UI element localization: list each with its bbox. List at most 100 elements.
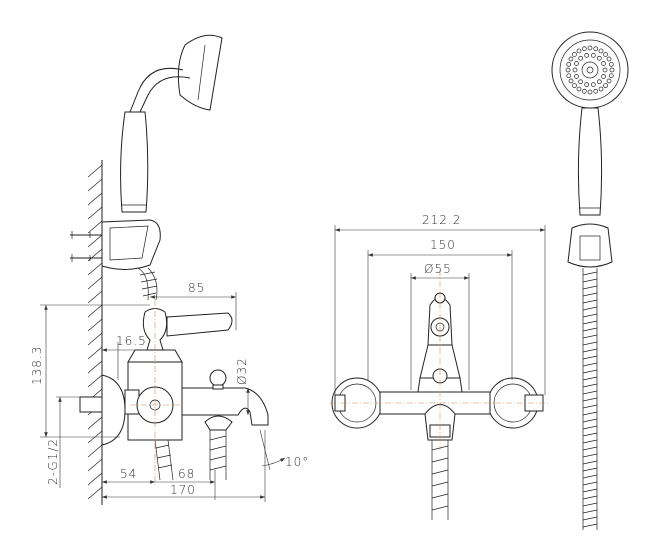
- nozzle: [572, 83, 577, 88]
- nozzle: [566, 73, 572, 79]
- wall-hatch-line: [87, 178, 103, 192]
- nozzle: [603, 52, 608, 57]
- hose-rib: [582, 355, 598, 360]
- nozzle: [584, 82, 590, 87]
- hose-rib: [582, 383, 598, 388]
- hose-rib: [582, 523, 598, 528]
- nozzle: [568, 56, 574, 62]
- dim-68: 68: [178, 467, 195, 481]
- hose-rib: [582, 278, 598, 283]
- nozzle: [602, 67, 608, 73]
- nozzle: [572, 67, 578, 73]
- wall-hatch-line: [87, 332, 103, 346]
- wall-hatch-line: [87, 290, 103, 304]
- hose-rib: [582, 320, 598, 325]
- hose-upper: [137, 267, 158, 301]
- nozzle: [581, 88, 587, 94]
- dim-138-3: 138.3: [30, 346, 44, 385]
- nozzle: [565, 67, 571, 73]
- wall-hatch-line: [87, 304, 103, 318]
- wall-hatch-line: [87, 346, 103, 360]
- hose-rib: [582, 327, 598, 332]
- hose-rib: [582, 285, 598, 290]
- nozzle: [603, 83, 608, 88]
- hose-rib: [582, 502, 598, 507]
- nozzle: [606, 56, 612, 62]
- mixer-front-view: [330, 270, 550, 520]
- hose-rib: [582, 474, 598, 479]
- hose-rib: [582, 404, 598, 409]
- hose-rib: [582, 453, 598, 458]
- hand-shower-side: [120, 34, 223, 213]
- hose-rib: [582, 495, 598, 500]
- nozzle: [608, 73, 614, 79]
- wall-hatch-line: [87, 206, 103, 220]
- hose-rib: [582, 369, 598, 374]
- nozzle: [581, 46, 587, 52]
- wall-hatch-line: [87, 276, 103, 290]
- hose-rib: [582, 376, 598, 381]
- dim-212-2: 212.2: [422, 213, 461, 227]
- wall-hatch-line: [87, 234, 103, 248]
- hose-rib: [582, 488, 598, 493]
- hose-rib: [582, 411, 598, 416]
- nozzle: [601, 61, 606, 66]
- dim-thread: 2-G1/2: [46, 438, 60, 485]
- nozzle: [574, 74, 579, 79]
- hose-rib: [582, 348, 598, 353]
- nozzle: [587, 89, 593, 95]
- hand-shower-front: [551, 31, 629, 530]
- hose-rib: [582, 439, 598, 444]
- nozzle: [597, 55, 602, 61]
- hose-rib: [582, 432, 598, 437]
- hose-rib: [582, 481, 598, 486]
- nozzle: [576, 86, 582, 92]
- nozzle: [576, 48, 582, 54]
- nozzle: [578, 79, 583, 85]
- wall-hatch-line: [87, 360, 103, 374]
- shower-holder-side: [70, 219, 161, 270]
- hose-rib: [582, 397, 598, 402]
- hose-rib: [582, 341, 598, 346]
- dim-85: 85: [188, 281, 205, 295]
- hose-rib: [582, 313, 598, 318]
- wall-hatch-line: [87, 318, 103, 332]
- dim-54: 54: [120, 467, 137, 481]
- hose-rib: [582, 299, 598, 304]
- wall-hatch-line: [87, 416, 103, 430]
- nozzle: [572, 52, 577, 57]
- dim-150: 150: [430, 238, 456, 252]
- nozzle: [598, 86, 604, 92]
- hose-rib: [582, 446, 598, 451]
- wall-hatch-line: [87, 444, 103, 458]
- dim-16-5: 16.5: [116, 334, 147, 348]
- nozzle: [587, 45, 593, 51]
- wall-hatch-line: [87, 262, 103, 276]
- wall-hatch-line: [87, 164, 103, 178]
- hose-rib: [582, 390, 598, 395]
- nozzle: [608, 61, 614, 67]
- hose-rib: [582, 516, 598, 521]
- nozzle: [566, 61, 572, 67]
- nozzle: [606, 78, 612, 84]
- wall-hatch-line: [87, 472, 103, 486]
- wall-hatch-line: [87, 486, 103, 500]
- nozzle: [593, 88, 599, 94]
- hose-rib: [582, 271, 598, 276]
- dim-170: 170: [170, 483, 196, 497]
- dim-diameter-55: Ø55: [424, 262, 452, 276]
- front-view-dimensions: 212.2 150 Ø55: [334, 213, 546, 395]
- nozzle: [568, 78, 574, 84]
- nozzle: [593, 46, 599, 52]
- hose-rib: [582, 362, 598, 367]
- hose-rib: [582, 467, 598, 472]
- wall-hatch-line: [87, 374, 103, 388]
- nozzle: [590, 82, 596, 87]
- side-view-dimensions: 85 138.3 16.5 Ø32 2-G1/2 54 68 170 10°: [30, 281, 309, 502]
- hose-rib: [582, 418, 598, 423]
- hose-rib: [582, 425, 598, 430]
- nozzle: [597, 79, 602, 85]
- dim-angle-10: 10°: [285, 455, 309, 469]
